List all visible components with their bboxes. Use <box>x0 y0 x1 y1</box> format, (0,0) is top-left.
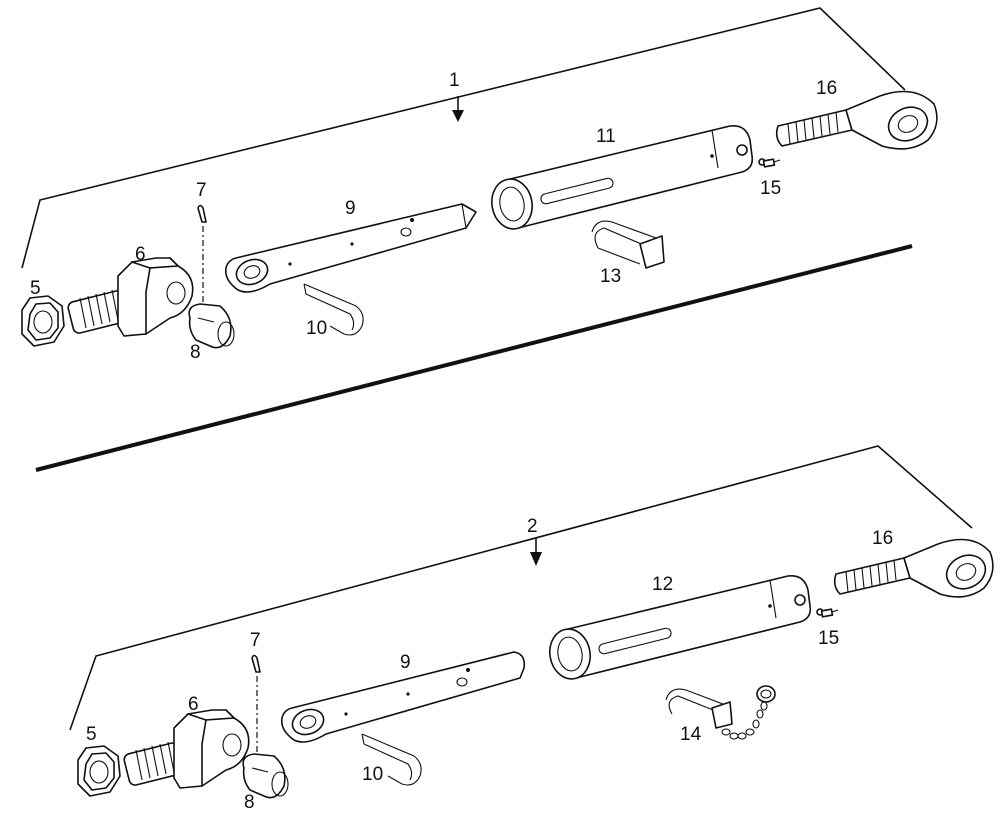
nut-part <box>77 745 121 797</box>
assembly-2-arrow-head <box>530 552 542 566</box>
label-10: 10 <box>306 318 327 339</box>
grease-nipple-part <box>816 608 839 618</box>
assembly-1-arrow-head <box>452 110 464 122</box>
link-rod-part <box>280 651 526 743</box>
label-6: 6 <box>188 694 199 715</box>
linch-pin-part <box>591 220 665 269</box>
section-divider <box>35 244 913 472</box>
label-15: 15 <box>818 628 839 649</box>
label-13: 13 <box>600 266 621 287</box>
pin-part <box>188 303 235 349</box>
label-7: 7 <box>196 180 207 201</box>
assembly-2-label: 2 <box>527 516 538 537</box>
label-16: 16 <box>816 78 837 99</box>
label-8: 8 <box>244 792 255 813</box>
assembly-1: 1 5 6 7 8 9 10 11 13 15 16 <box>21 7 938 363</box>
grease-nipple-part <box>758 158 781 168</box>
label-14: 14 <box>680 724 702 745</box>
nut-part <box>21 295 65 347</box>
label-9: 9 <box>400 652 411 673</box>
clevis-part <box>67 257 194 337</box>
assembly-1-bracket <box>21 7 906 269</box>
label-8: 8 <box>190 342 201 363</box>
label-5: 5 <box>86 724 97 745</box>
label-11: 11 <box>596 126 616 147</box>
outer-tube-part <box>491 124 754 230</box>
outer-tube-part <box>549 574 812 680</box>
split-pin-part <box>197 204 207 304</box>
label-5: 5 <box>30 278 41 299</box>
pin-part <box>242 753 289 799</box>
clevis-part <box>123 709 250 789</box>
r-clip-part <box>303 283 364 336</box>
r-clip-part <box>361 733 422 786</box>
linch-pin-with-chain-part <box>665 685 776 740</box>
assembly-1-label: 1 <box>449 70 460 91</box>
label-12: 12 <box>652 574 673 595</box>
rod-end-part <box>775 90 938 150</box>
label-15: 15 <box>760 178 781 199</box>
label-10: 10 <box>362 764 383 785</box>
assembly-2-bracket <box>69 445 973 731</box>
rod-end-part <box>833 538 994 598</box>
label-9: 9 <box>345 198 356 219</box>
link-rod-part <box>224 203 477 293</box>
label-16: 16 <box>872 528 893 549</box>
assembly-2: 2 5 6 7 8 9 10 12 14 15 16 <box>69 445 994 813</box>
label-6: 6 <box>135 244 146 265</box>
label-7: 7 <box>250 630 261 651</box>
split-pin-part <box>251 654 261 754</box>
